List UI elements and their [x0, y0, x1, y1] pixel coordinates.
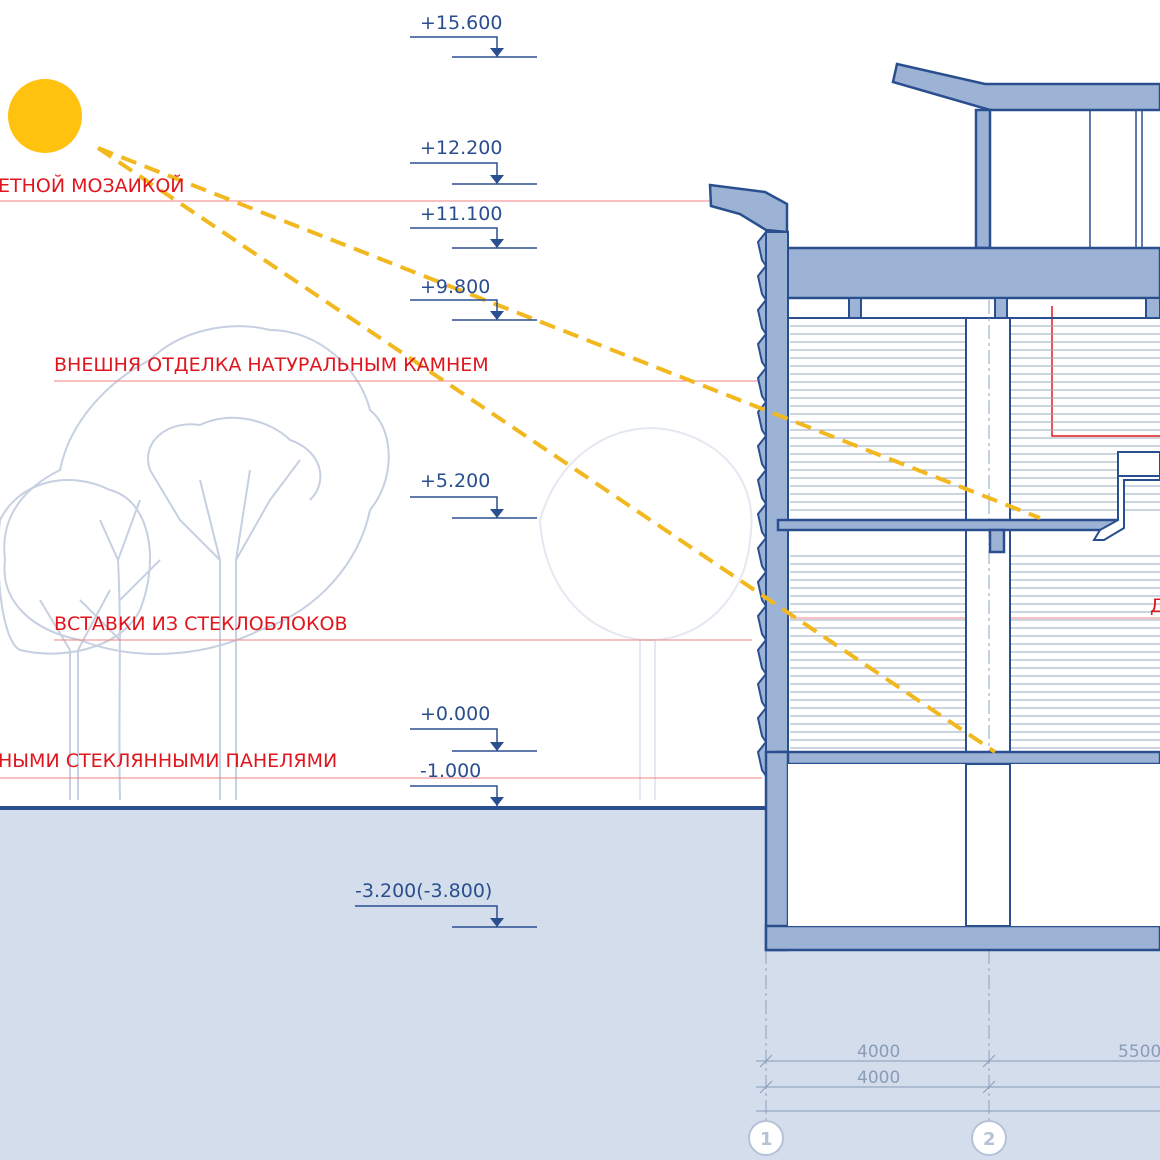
level-label: +11.100 — [420, 203, 502, 225]
basement-column — [965, 763, 1011, 927]
axis-label: 2 — [983, 1129, 996, 1150]
level-marker: +15.600 — [410, 12, 537, 58]
tree-icon — [0, 479, 151, 800]
sunray-lines — [96, 146, 1041, 754]
annotation-panels: НЫМИ СТЕКЛЯННЫМИ ПАНЕЛЯМИ — [0, 750, 337, 772]
level-label: +15.600 — [420, 12, 502, 34]
level-label: +9.800 — [420, 276, 490, 298]
tree-icon — [538, 427, 753, 800]
level-marker: +11.100 — [410, 203, 537, 249]
roof-beams — [787, 297, 1160, 319]
axis-label: 1 — [760, 1129, 773, 1150]
annotation-mosaic: ЕТНОЙ МОЗАИКОЙ — [0, 174, 185, 197]
annotation-bracket — [1051, 306, 1160, 437]
annotation-cut-letter: Д — [1150, 595, 1160, 617]
balcony-element — [1092, 451, 1160, 541]
dimension-value: 4000 — [857, 1068, 900, 1088]
level-marker: +5.200 — [410, 470, 537, 519]
level-label: +0.000 — [420, 703, 490, 725]
dimension-lines — [756, 1054, 1160, 1112]
level-label: -1.000 — [420, 760, 481, 782]
annotation-leaders — [0, 200, 1160, 779]
level-marker: -1.000 — [410, 760, 504, 806]
tree-icon — [147, 416, 322, 800]
annotation-stone: ВНЕШНЯ ОТДЕЛКА НАТУРАЛЬНЫМ КАМНЕМ — [54, 354, 489, 376]
axis-bubble-1: 1 — [748, 1120, 784, 1156]
level-marker: +12.200 — [410, 137, 537, 185]
axis-bubble-2: 2 — [971, 1120, 1007, 1156]
tree-icon — [3, 325, 390, 801]
level-marker: -3.200(-3.800) — [355, 880, 537, 928]
roof-pavilion — [891, 62, 1160, 250]
level-marker: +0.000 — [410, 703, 537, 752]
dimension-value: 4000 — [857, 1042, 900, 1062]
level-label: -3.200(-3.800) — [355, 880, 492, 902]
level-marker: +9.800 — [410, 276, 537, 321]
parapet — [708, 183, 789, 234]
dimension-value: 5500 — [1118, 1042, 1160, 1062]
annotation-glassblocks: ВСТАВКИ ИЗ СТЕКЛОБЛОКОВ — [54, 613, 347, 635]
level-label: +5.200 — [420, 470, 490, 492]
roof-slab — [764, 246, 1160, 300]
stone-facade-wall — [756, 229, 789, 780]
level-label: +12.200 — [420, 137, 502, 159]
sun-icon — [8, 79, 82, 153]
